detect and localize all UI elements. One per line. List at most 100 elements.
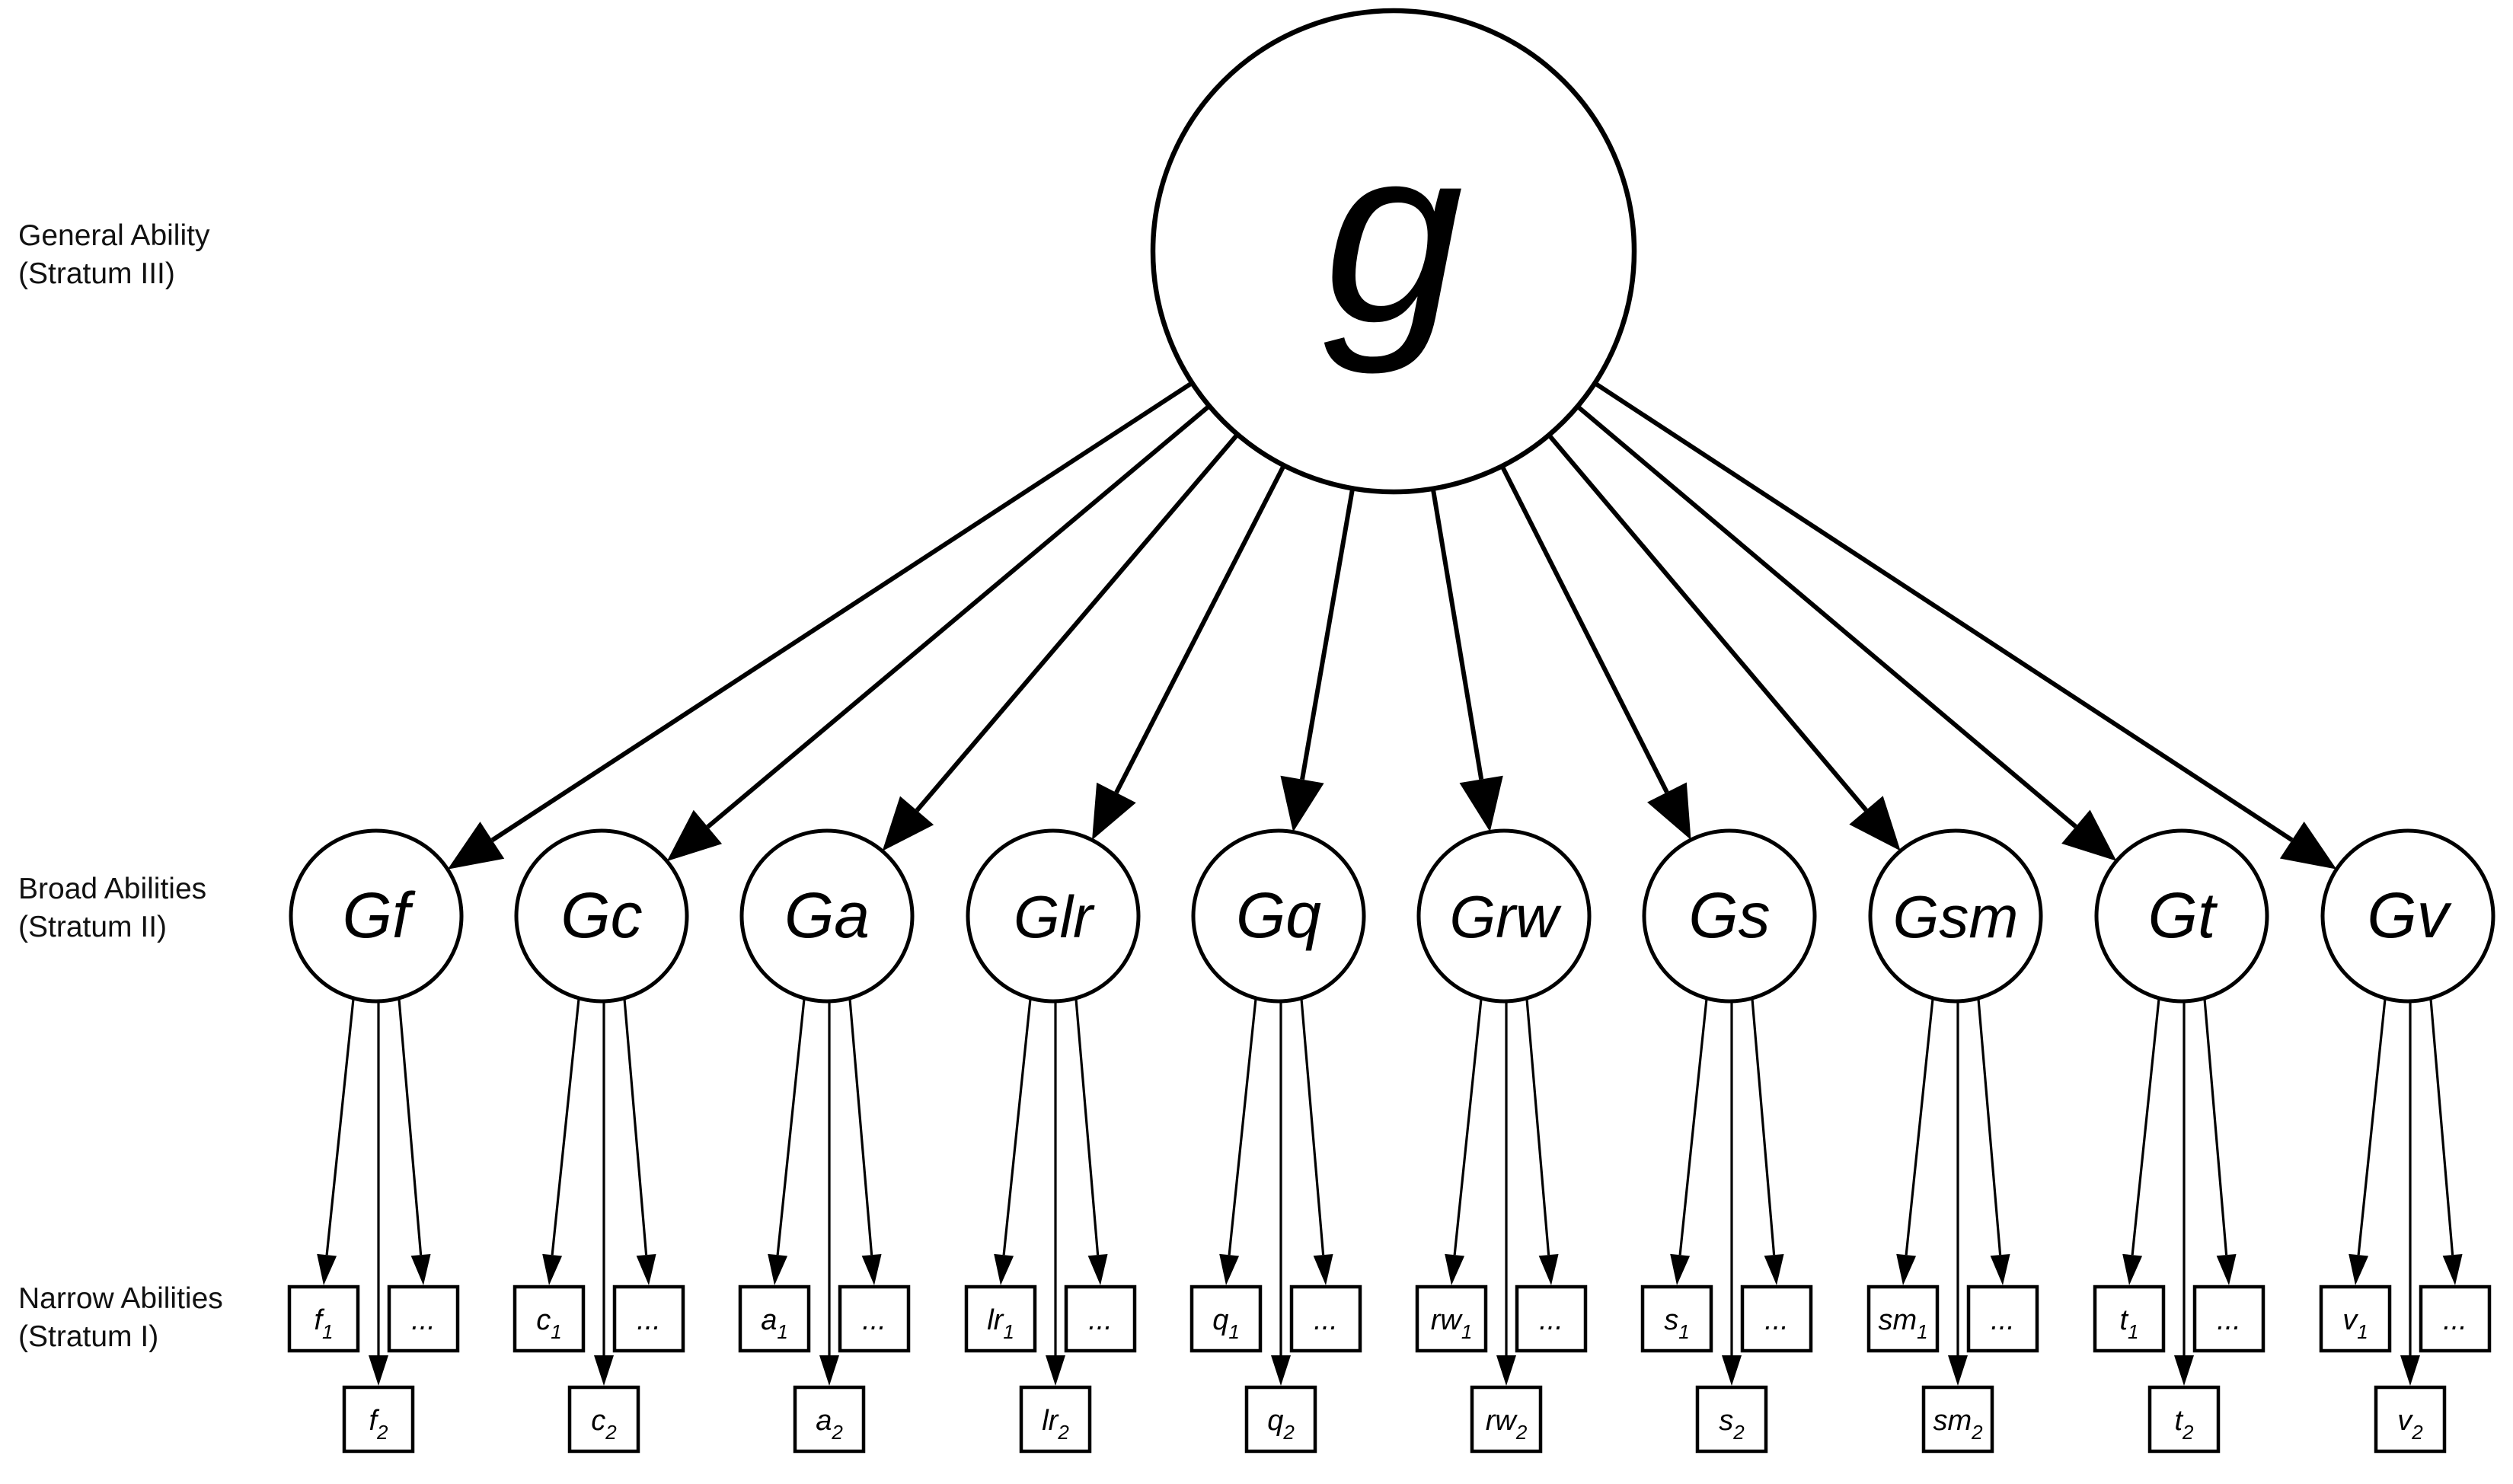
narrow-ability-label-gc-n1: c1 — [536, 1304, 561, 1343]
arrow-g-to-ga-line — [915, 432, 1240, 812]
broad-ability-node-gc — [514, 828, 689, 1004]
narrow-ability-label-gt-n1: t1 — [2119, 1304, 2138, 1343]
narrow-ability-box-gf-n3 — [387, 1285, 460, 1353]
arrow-gsm-n1-head — [1896, 1253, 1917, 1285]
narrow-ability-box-gc-n1 — [512, 1285, 586, 1353]
arrow-g-to-gt-head — [2061, 809, 2117, 861]
arrow-g-to-gs — [1499, 464, 1691, 841]
arrow-gt-n3-head — [2216, 1254, 2237, 1285]
narrow-ability-label-gsm-n3: ... — [1991, 1304, 2015, 1336]
arrow-glr-n3-head — [1087, 1254, 1108, 1285]
arrow-grw-n1-head — [1445, 1253, 1465, 1285]
arrow-grw-n2 — [1496, 1001, 1516, 1386]
narrow-ability-subscript: 1 — [322, 1320, 333, 1343]
broad-ability-label-gt: Gt — [2148, 879, 2218, 951]
narrow-ability-subscript: 1 — [777, 1320, 787, 1343]
narrow-ability-label-glr-n3: ... — [1088, 1304, 1113, 1336]
arrow-g-to-grw-head — [1459, 775, 1503, 832]
arrow-gf-n3-line — [398, 998, 423, 1256]
narrow-ability-base: a — [816, 1405, 832, 1437]
arrow-gt-n3 — [2203, 998, 2237, 1285]
narrow-ability-box-gt-n3 — [2192, 1285, 2266, 1353]
arrow-g-to-gc-line — [706, 404, 1211, 829]
narrow-ability-label-gc-n2: c2 — [591, 1405, 617, 1444]
narrow-ability-box-gsm-n1 — [1866, 1285, 1940, 1353]
arrow-grw-n1 — [1445, 998, 1483, 1285]
narrow-ability-base: t — [2174, 1405, 2183, 1437]
narrow-ability-subscript: 1 — [1228, 1320, 1239, 1343]
stratum-label-2: Broad Abilities(Stratum II) — [18, 873, 206, 943]
broad-ability-label-gf: Gf — [343, 879, 416, 951]
arrow-g-to-gt — [1576, 404, 2117, 861]
arrow-gc-n3-line — [623, 998, 648, 1256]
narrow-ability-base: s — [1719, 1405, 1733, 1437]
arrow-glr-n2 — [1046, 1001, 1065, 1386]
arrow-ga-n1 — [768, 998, 806, 1285]
narrow-ability-label-gv-n2: v2 — [2397, 1405, 2423, 1444]
arrow-gf-n1-head — [317, 1253, 337, 1285]
narrow-ability-subscript: 1 — [1917, 1320, 1927, 1343]
arrow-g-to-gs-line — [1499, 464, 1669, 793]
arrow-g-to-gf-line — [490, 381, 1194, 842]
narrow-ability-label-gt-n3: ... — [2217, 1304, 2241, 1336]
arrow-gsm-n1 — [1896, 998, 1934, 1285]
narrow-ability-label-gsm-n1: sm1 — [1878, 1304, 1927, 1343]
narrow-ability-subscript: 2 — [831, 1421, 843, 1444]
narrow-ability-label-gs-n2: s2 — [1719, 1405, 1745, 1444]
arrow-g-to-gq-line — [1300, 487, 1355, 780]
narrow-ability-box-glr-n2 — [1019, 1385, 1092, 1454]
arrow-gt-n1 — [2122, 998, 2160, 1285]
narrow-ability-base: v — [2342, 1304, 2358, 1336]
arrow-gq-n3-line — [1300, 998, 1325, 1256]
arrow-gs-n2 — [1722, 1001, 1742, 1386]
arrow-ga-n3-line — [848, 998, 873, 1256]
broad-ability-label-grw: Grw — [1450, 883, 1563, 950]
arrow-gsm-n3 — [1977, 998, 2010, 1285]
broad-ability-label-gq: Gq — [1236, 879, 1321, 951]
arrow-g-to-gv-line — [1593, 381, 2294, 842]
narrow-ability-box-gv-n3 — [2419, 1285, 2492, 1353]
arrow-gt-n1-head — [2122, 1253, 2143, 1285]
narrow-ability-subscript: 1 — [1461, 1320, 1472, 1343]
arrow-gv-n3-line — [2429, 998, 2454, 1256]
narrow-ability-base: rw — [1431, 1304, 1464, 1336]
narrow-ability-subscript: 1 — [2357, 1320, 2368, 1343]
arrow-g-to-gsm — [1547, 433, 1901, 851]
narrow-ability-box-gv-n1 — [2319, 1285, 2392, 1353]
narrow-ability-label-grw-n3: ... — [1539, 1304, 1563, 1336]
narrow-ability-base: c — [536, 1304, 551, 1336]
narrow-ability-base: a — [761, 1304, 777, 1336]
broad-ability-node-gq — [1191, 828, 1366, 1004]
arrow-gc-n3 — [623, 998, 656, 1285]
narrow-ability-subscript: 2 — [2182, 1421, 2194, 1444]
arrow-g-to-glr — [1092, 464, 1286, 841]
broad-ability-node-ga — [739, 828, 915, 1004]
arrow-g-to-gf-head — [447, 822, 505, 870]
arrow-gv-n1-line — [2357, 998, 2387, 1256]
arrow-gf-n1-line — [325, 998, 355, 1256]
arrow-gs-n3-head — [1764, 1254, 1784, 1285]
arrow-gs-n1-head — [1670, 1253, 1691, 1285]
arrow-gf-n3 — [398, 998, 431, 1285]
arrow-gv-n1 — [2349, 998, 2387, 1285]
broad-ability-node-gsm — [1868, 828, 2043, 1004]
narrow-ability-label-glr-n1: lr1 — [987, 1304, 1014, 1343]
broad-ability-label-gc: Gc — [560, 879, 642, 951]
narrow-ability-box-gf-n2 — [342, 1385, 415, 1454]
narrow-ability-base: lr — [1042, 1405, 1059, 1437]
stratum-label-line: Narrow Abilities — [18, 1282, 223, 1315]
broad-ability-node-gf — [289, 828, 464, 1004]
narrow-ability-subscript: 2 — [1282, 1421, 1295, 1444]
narrow-ability-subscript: 2 — [1971, 1421, 1983, 1444]
narrow-ability-base: sm — [1878, 1304, 1917, 1336]
arrow-g-to-gsm-head — [1849, 796, 1901, 851]
arrow-gs-n1 — [1670, 998, 1708, 1285]
arrow-gq-n1-head — [1219, 1253, 1240, 1285]
stratum-label-line: Broad Abilities — [18, 873, 206, 905]
narrow-ability-subscript: 2 — [605, 1421, 617, 1444]
narrow-ability-base: rw — [1486, 1405, 1518, 1437]
arrow-g-to-grw — [1430, 488, 1503, 832]
narrow-ability-label-gq-n1: q1 — [1212, 1304, 1240, 1343]
broad-ability-node-grw — [1416, 828, 1592, 1004]
narrow-ability-label-gs-n1: s1 — [1664, 1304, 1689, 1343]
